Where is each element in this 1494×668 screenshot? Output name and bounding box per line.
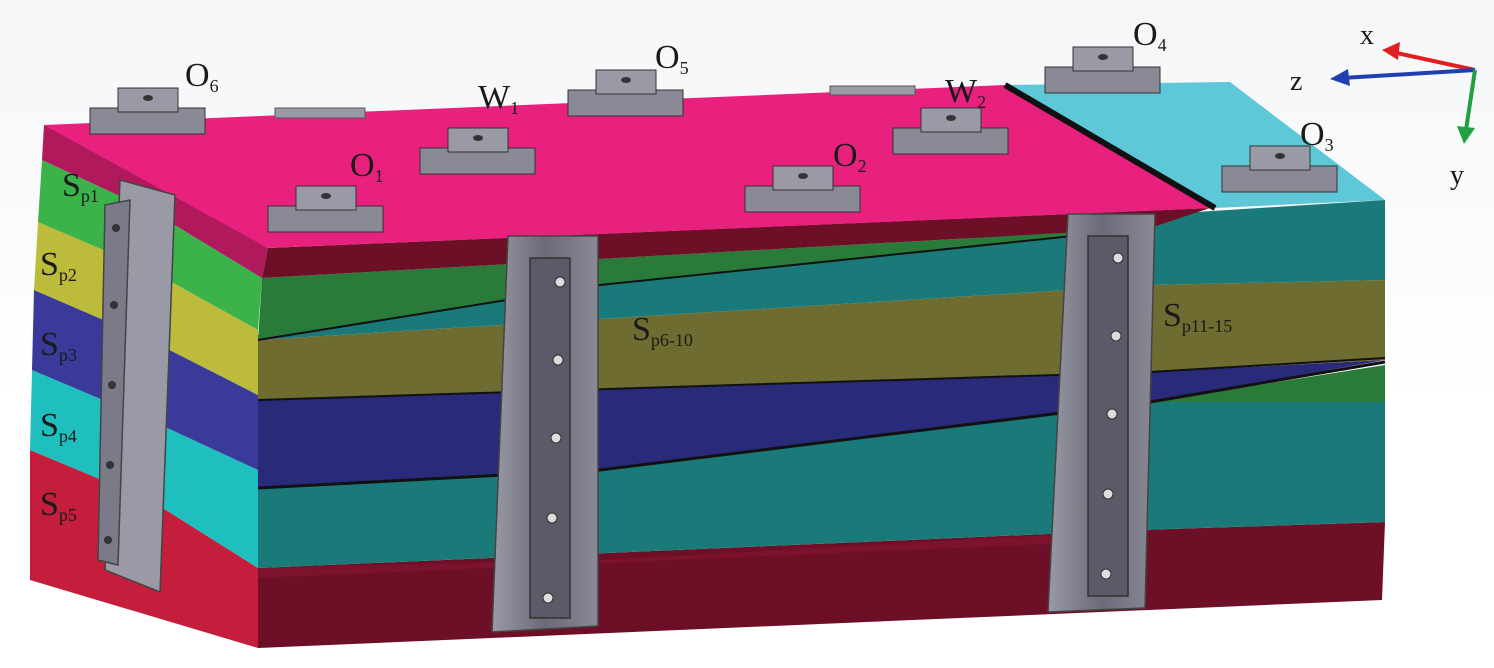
label-sp6-10: Sp6-10 [632, 311, 693, 350]
y-axis-arrow [1464, 69, 1477, 131]
block-o3 [1221, 145, 1338, 193]
block-o2 [744, 165, 861, 213]
label-w1: W1 [478, 79, 519, 118]
block-o1 [267, 185, 384, 233]
label-sp11-15: Sp11-15 [1163, 297, 1232, 336]
label-o3: O3 [1300, 116, 1334, 155]
x-axis-label: x [1360, 20, 1374, 51]
z-axis-label: z [1290, 66, 1302, 97]
z-axis-arrow [1341, 68, 1476, 80]
label-sp1: Sp1 [62, 167, 99, 206]
axes-triad: x z y [1290, 20, 1477, 191]
label-sp4: Sp4 [40, 407, 77, 446]
label-o6: O6 [185, 57, 219, 96]
label-o2: O2 [833, 137, 867, 176]
label-o4: O4 [1133, 16, 1167, 55]
block-o6 [89, 87, 206, 135]
label-o5: O5 [655, 39, 689, 78]
clamp-left [97, 179, 176, 594]
block-o5 [567, 69, 684, 117]
label-sp5: Sp5 [40, 486, 77, 525]
block-o4 [1044, 46, 1161, 94]
label-o1: O1 [350, 147, 384, 186]
label-sp2: Sp2 [40, 246, 77, 285]
block-w1 [419, 127, 536, 175]
front-face [257, 200, 1386, 648]
x-axis-arrow [1391, 50, 1476, 72]
clamp-right [1047, 213, 1156, 613]
label-w2: W2 [945, 73, 986, 112]
label-sp3: Sp3 [40, 326, 77, 365]
block-w2 [892, 107, 1009, 155]
y-axis-label: y [1450, 160, 1464, 191]
clamp-middle [491, 235, 599, 633]
